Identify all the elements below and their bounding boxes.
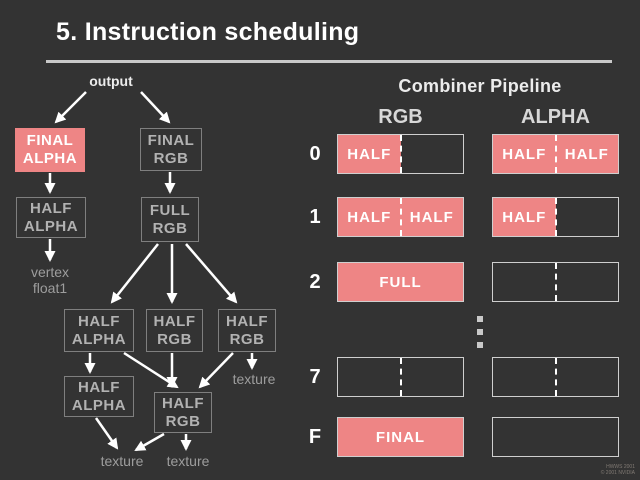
- graph-node-half-alpha-mid: HALF ALPHA: [64, 309, 134, 352]
- graph-node-half-rgb-right: HALF RGB: [218, 309, 276, 352]
- segment: [401, 358, 464, 396]
- graph-node-half-alpha-top: HALF ALPHA: [16, 197, 86, 238]
- arrow-halfalphalow-texture1: [94, 417, 119, 450]
- graph-node-half-alpha-low: HALF ALPHA: [64, 376, 134, 417]
- graph-texture-label-right: texture: [232, 371, 276, 387]
- segment: HALF: [493, 198, 556, 236]
- dashed-divider: [399, 135, 402, 173]
- pipeline-cell-alpha-1: HALF: [492, 197, 619, 237]
- row-label-0: 0: [309, 142, 321, 165]
- arrow-output-final-alpha: [54, 91, 87, 124]
- pipeline-cell-rgb-7: [337, 357, 464, 397]
- pipeline-cell-alpha-7: [492, 357, 619, 397]
- footer-line-2: © 2001 NVIDIA: [600, 470, 635, 476]
- dashed-divider: [554, 198, 557, 236]
- graph-texture-label-2: texture: [166, 453, 210, 469]
- dashed-divider: [554, 135, 557, 173]
- dashed-divider: [399, 358, 402, 396]
- title-underline: [46, 60, 612, 63]
- footer-line-1: HWWS 2001: [606, 464, 635, 470]
- segment: HALF: [400, 198, 463, 236]
- segment: [556, 263, 619, 301]
- ellipsis-dot: [477, 316, 483, 322]
- graph-node-half-rgb-bottom: HALF RGB: [154, 392, 212, 433]
- segment: [493, 358, 556, 396]
- segment: [493, 263, 556, 301]
- dashed-divider: [554, 263, 557, 301]
- pipeline-cell-rgb-f: FINAL: [337, 417, 464, 457]
- dashed-divider: [554, 358, 557, 396]
- segment: HALF: [338, 198, 401, 236]
- column-header-alpha: ALPHA: [521, 106, 590, 128]
- segment: HALF: [555, 135, 618, 173]
- arrow-output-final-rgb: [140, 91, 171, 124]
- segment: [401, 135, 464, 173]
- pipeline-cell-rgb-1: HALF HALF: [337, 197, 464, 237]
- segment: HALF: [493, 135, 556, 173]
- row-label-f: F: [308, 425, 322, 448]
- dashed-divider: [399, 198, 402, 236]
- pipeline-title: Combiner Pipeline: [398, 76, 562, 96]
- segment: FULL: [338, 263, 463, 301]
- arrow-halfrgbbottom-texture1: [134, 432, 165, 452]
- graph-node-final-alpha: FINAL ALPHA: [15, 128, 85, 172]
- column-header-rgb: RGB: [378, 106, 423, 128]
- row-label-1: 1: [309, 205, 321, 228]
- segment: [338, 358, 401, 396]
- graph-node-half-rgb-mid: HALF RGB: [146, 309, 203, 352]
- ellipsis-dot: [477, 342, 483, 348]
- row-label-7: 7: [309, 365, 321, 388]
- segment: [556, 358, 619, 396]
- graph-output-label: output: [89, 73, 133, 89]
- pipeline-cell-rgb-2: FULL: [337, 262, 464, 302]
- arrow-fullrgb-halfalpha: [110, 243, 159, 304]
- pipeline-cell-rgb-0: HALF: [337, 134, 464, 174]
- graph-node-full-rgb: FULL RGB: [141, 197, 199, 242]
- segment: [493, 418, 618, 456]
- graph-vertex-label: vertex float1: [30, 264, 70, 297]
- pipeline-cell-alpha-0: HALF HALF: [492, 134, 619, 174]
- graph-node-final-rgb: FINAL RGB: [140, 128, 202, 171]
- segment: FINAL: [338, 418, 463, 456]
- graph-texture-label-1: texture: [100, 453, 144, 469]
- ellipsis-dot: [477, 329, 483, 335]
- slide-title: 5. Instruction scheduling: [56, 18, 360, 46]
- segment: [556, 198, 619, 236]
- segment: HALF: [338, 135, 401, 173]
- row-label-2: 2: [309, 270, 321, 293]
- pipeline-cell-alpha-2: [492, 262, 619, 302]
- pipeline-cell-alpha-f: [492, 417, 619, 457]
- slide-footer: HWWS 2001 © 2001 NVIDIA: [601, 464, 635, 476]
- arrow-fullrgb-halfrgb-right: [185, 243, 238, 304]
